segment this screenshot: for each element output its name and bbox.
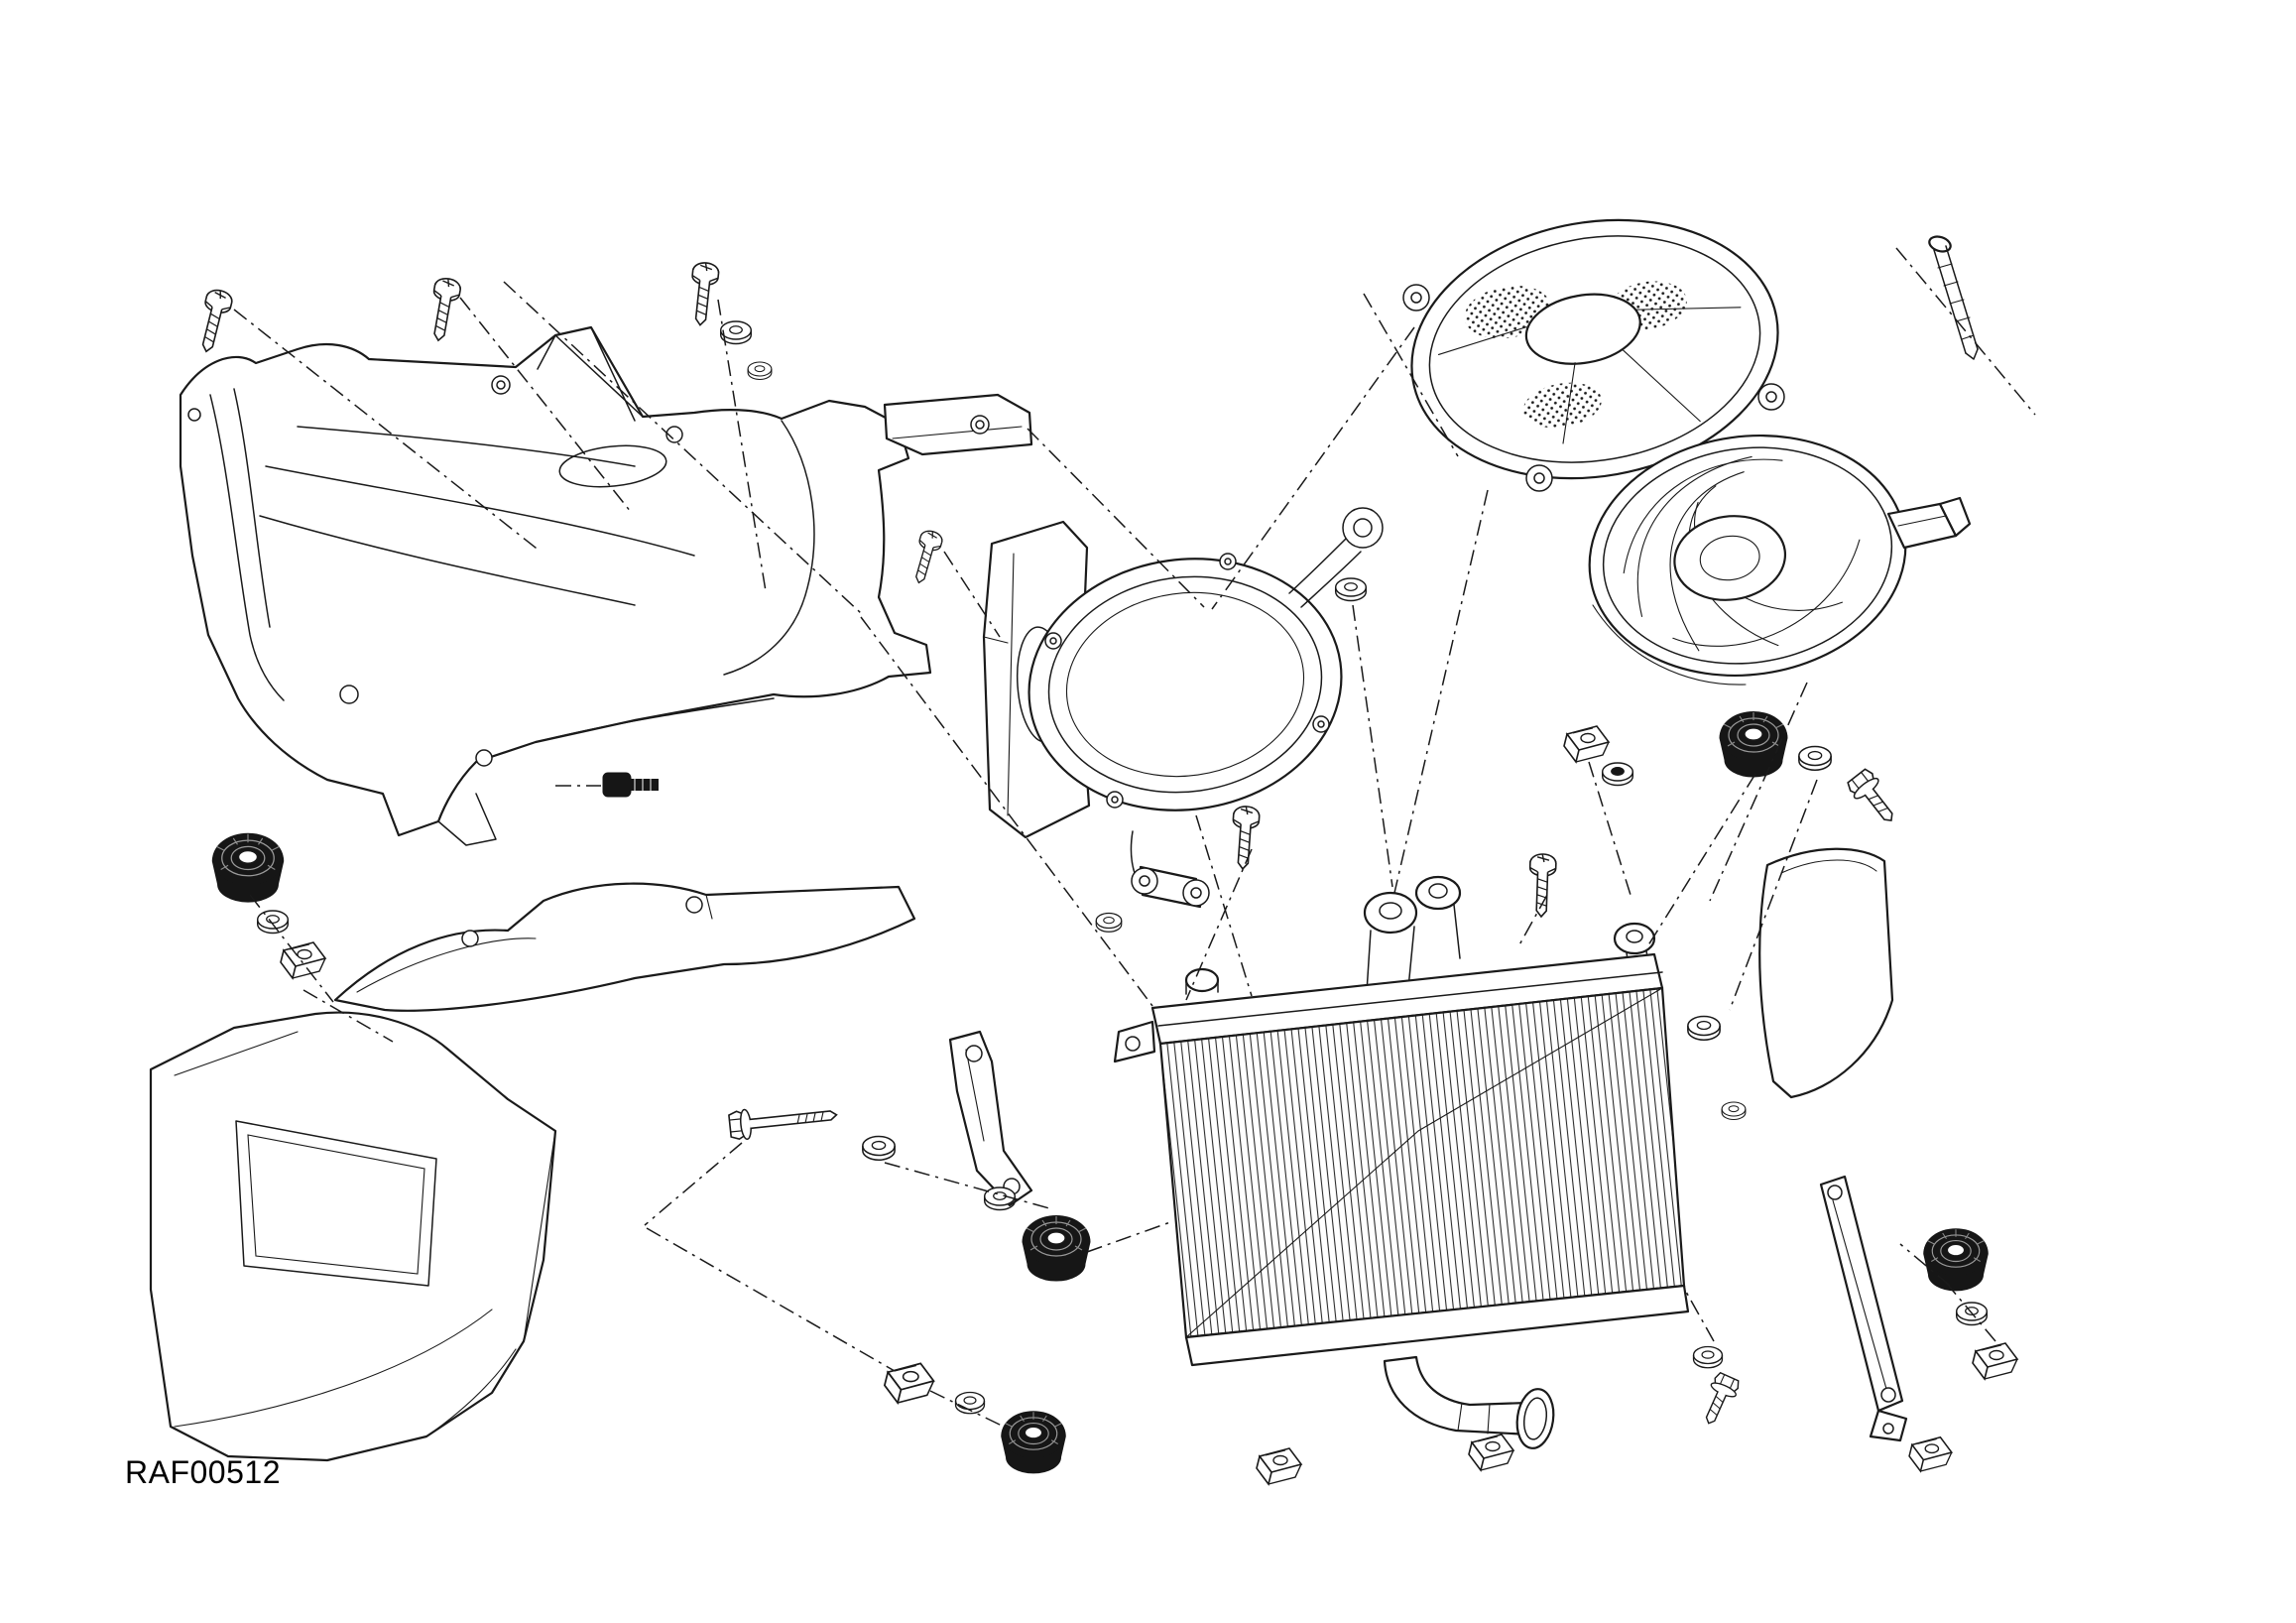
clip-nut [280,941,326,979]
clip-nut [1256,1447,1302,1485]
side-stay-bracket [1819,1175,1908,1442]
flat-washer [1095,912,1123,933]
flat-washer [1692,1345,1724,1369]
flat-washer [256,910,290,935]
clip-nut [1563,725,1610,763]
thin-bolt [1928,235,1979,360]
headlamp-support-bracket [982,507,1384,909]
shoulder-screw [602,772,659,798]
fairing-upper-strip [333,882,916,1012]
fan-connector [1886,496,1972,550]
figure-code: RAF00512 [125,1454,281,1490]
fan-shroud [1402,218,1785,492]
hex-flange-bolt [1844,766,1904,831]
clip-nut [1908,1436,1953,1472]
pan-head-screw [1527,852,1557,919]
flat-washer [1687,1015,1721,1042]
flat-washer [983,1186,1017,1211]
rubber-mount [211,832,285,903]
flat-washer [1798,745,1832,772]
flat-washer [1601,762,1634,787]
long-hex-bolt [727,1099,839,1142]
side-panel-fragment [1758,847,1894,1099]
clip-nut [1468,1434,1514,1471]
pan-head-screw [424,276,463,344]
fairing-top-bracket [883,393,1033,456]
hex-flange-bolt [1695,1370,1743,1430]
pan-head-screw [907,528,945,587]
rubber-mount [1719,710,1788,778]
leader-lines [233,247,2036,1428]
pan-head-screw [1229,805,1262,871]
clip-nut [1972,1342,2018,1380]
flat-washer [862,1135,896,1162]
rubber-mount [1001,1410,1066,1474]
rubber-mount [1923,1227,1989,1292]
cooling-fan-motor [1588,434,1907,686]
lower-fairing-panel [149,1011,557,1462]
radiator-outlet-hose [1383,1355,1555,1449]
upper-air-duct-fairing [179,325,932,846]
flat-washer [1721,1101,1747,1121]
flat-washer [747,361,773,381]
pan-head-screw [192,287,235,356]
radiator-stay-bracket [948,1030,1033,1207]
pan-head-screw [686,260,721,327]
rubber-mount [1022,1214,1091,1282]
flat-washer [1334,577,1368,602]
radiator [1113,875,1690,1367]
